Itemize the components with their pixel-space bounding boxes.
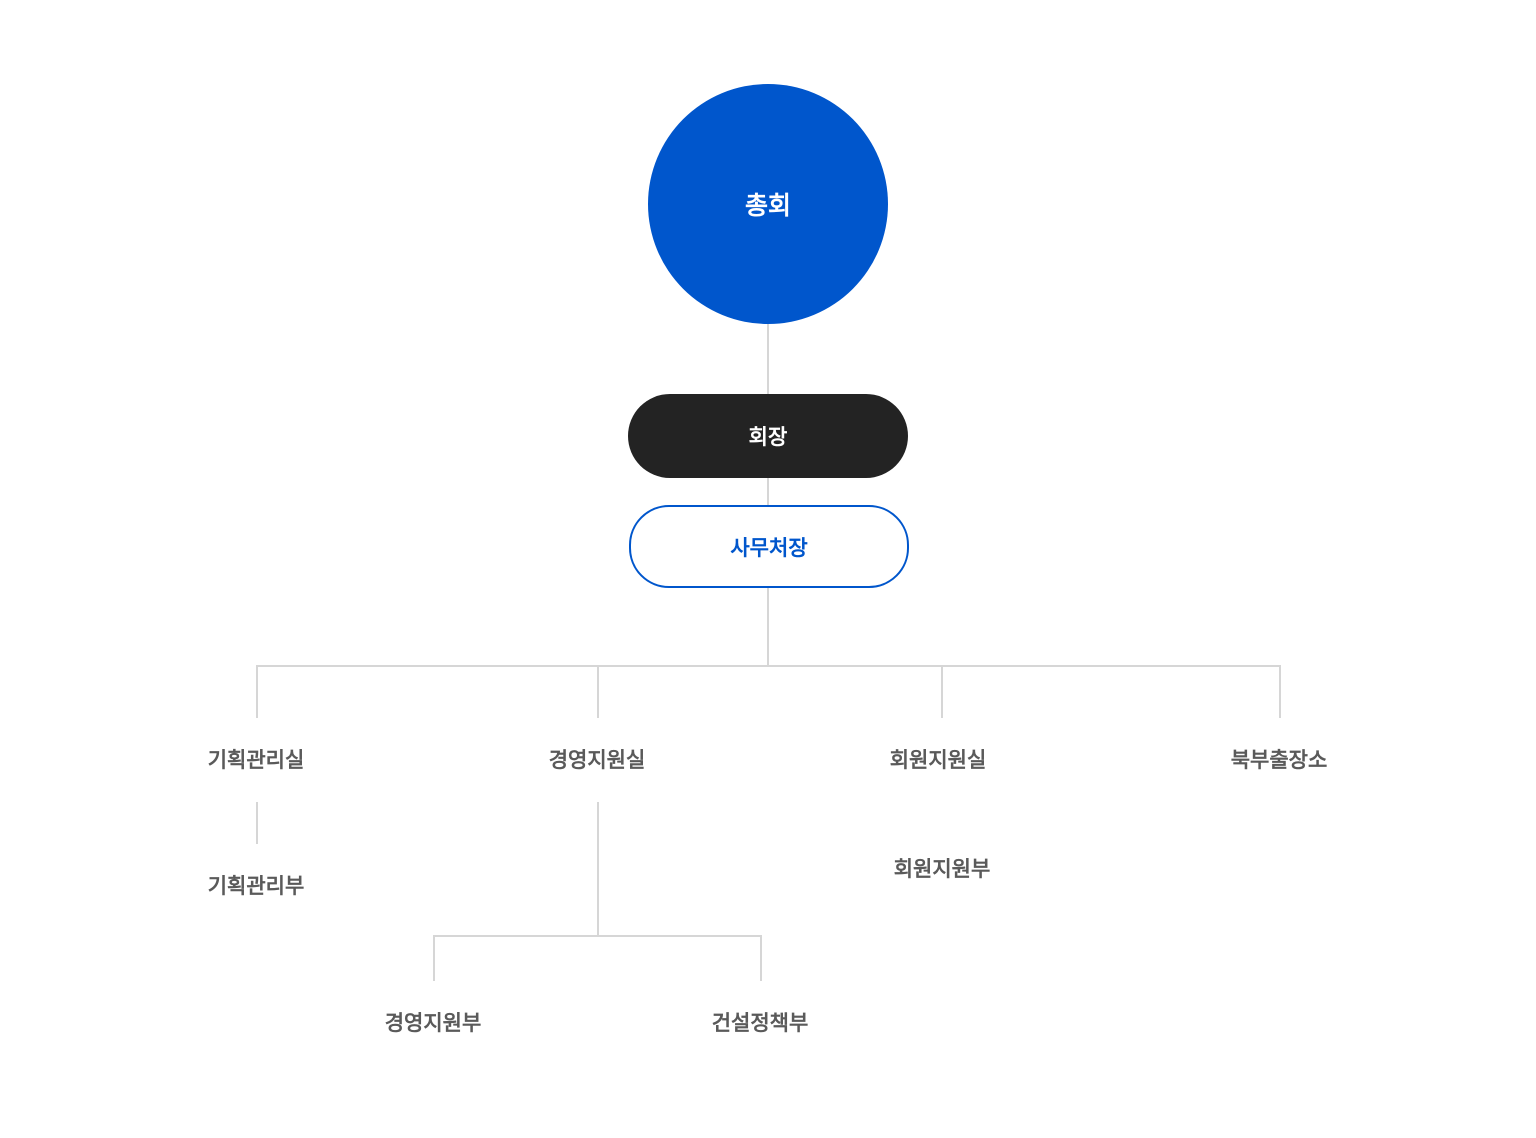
connector-office-3 [941,665,943,718]
connector-office-1 [256,665,258,718]
connector-office-2 [597,665,599,718]
connector-assembly-president [767,324,769,394]
office-northern-branch: 북부출장소 [1230,748,1328,772]
connector-president-secretary [767,478,769,505]
general-assembly-node: 총회 [648,84,888,324]
office-management-support: 경영지원실 [548,748,646,772]
president-node: 회장 [628,394,908,478]
secretary-general-node: 사무처장 [629,505,909,588]
dept-construction-policy: 건설정책부 [711,1011,809,1035]
connector-offices-bar [256,665,1281,667]
dept-member-support: 회원지원부 [893,857,991,881]
connector-office-4 [1279,665,1281,718]
office-planning: 기획관리실 [207,748,305,772]
dept-planning: 기획관리부 [207,874,305,898]
connector-management-depts [597,802,599,937]
connector-management-bar [433,935,762,937]
connector-management-dept-2 [760,935,762,981]
connector-planning-dept [256,802,258,844]
connector-secretary-offices [767,588,769,667]
dept-management-support: 경영지원부 [384,1011,482,1035]
office-member-support: 회원지원실 [889,748,987,772]
connector-management-dept-1 [433,935,435,981]
